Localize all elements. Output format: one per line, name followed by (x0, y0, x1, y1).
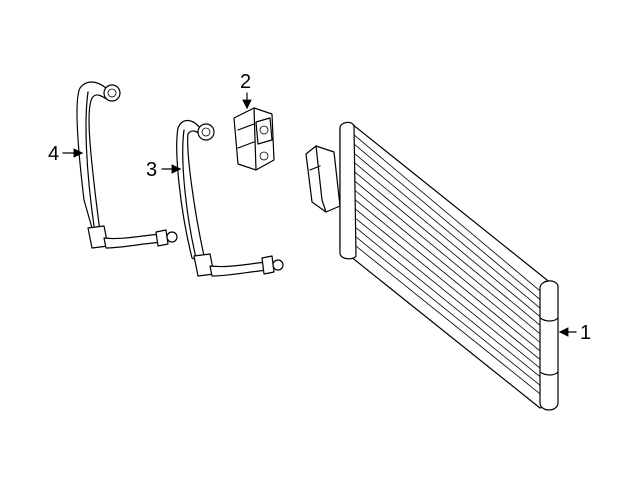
cooler-fins (351, 132, 543, 396)
callout-1: 1 (558, 322, 591, 344)
cooler-fin (351, 132, 543, 293)
cooler-fin (351, 215, 543, 371)
cooler-fin (351, 178, 543, 336)
callout-label-2: 2 (240, 71, 251, 93)
oil-line-lower (176, 119, 284, 277)
callout-label-1: 1 (580, 322, 591, 344)
callout-label-3: 3 (146, 159, 157, 181)
cooler-fin (351, 187, 543, 345)
callout-4: 4 (48, 143, 84, 165)
oil-line-upper (76, 81, 178, 249)
oil-cooler (305, 121, 559, 411)
cooler-fin (351, 160, 543, 319)
cooler-fin (351, 141, 543, 302)
mounting-bracket (233, 107, 275, 171)
callout-label-4: 4 (48, 143, 59, 165)
cooler-fin (351, 205, 543, 362)
cooler-fin (351, 169, 543, 328)
callout-2: 2 (240, 71, 252, 110)
cooler-fin (351, 196, 543, 353)
cooler-fin (351, 233, 543, 388)
cooler-fin (351, 224, 543, 379)
callout-3: 3 (146, 159, 182, 181)
cooler-fin (351, 151, 543, 311)
cooler-fin (351, 242, 543, 396)
